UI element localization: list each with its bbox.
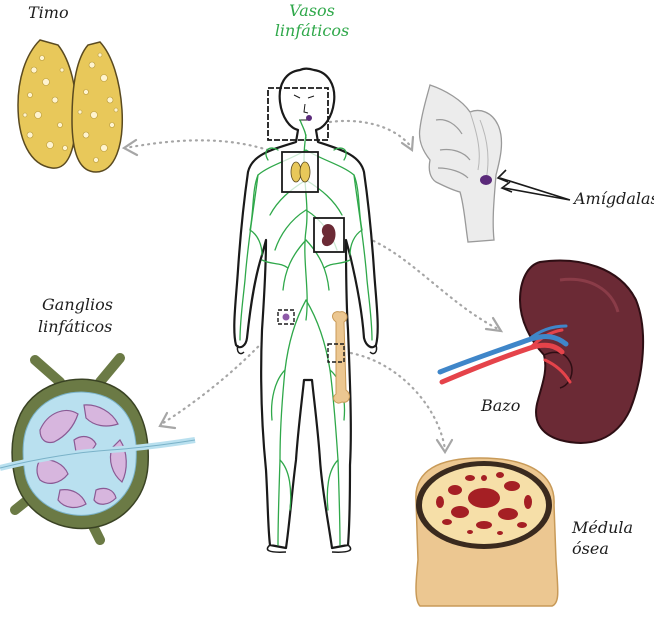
spleen-vessels — [437, 324, 572, 385]
spleen-illustration — [437, 259, 645, 444]
bone-marrow-illustration — [415, 457, 559, 607]
tonsil-head-illustration — [418, 84, 571, 243]
arrow-to-amigdalas — [328, 119, 414, 150]
label-vasos-line1: Vasos — [289, 1, 335, 20]
arrow-to-medula — [343, 350, 447, 452]
tonsil-mini-icon — [306, 115, 312, 121]
label-amigdalas: Amígdalas — [572, 189, 654, 208]
femur-bone-icon — [332, 311, 350, 404]
marrow-cavities — [436, 472, 532, 535]
diagram-labels: Vasos linfáticos Timo Ganglios linfático… — [28, 1, 654, 558]
body-inset-boxes — [267, 87, 350, 404]
label-vasos-line2: linfáticos — [275, 21, 349, 40]
label-medula-line1: Médula — [571, 518, 633, 537]
label-timo: Timo — [28, 3, 69, 22]
label-bazo: Bazo — [480, 396, 520, 415]
spleen-mini-icon — [321, 224, 336, 247]
node-mini-icon — [282, 313, 290, 321]
label-ganglios-line2: linfáticos — [38, 317, 112, 336]
lymph-node-illustration — [0, 353, 196, 545]
tonsil-icon — [480, 175, 492, 185]
thymus-illustration — [17, 39, 124, 173]
label-medula-line2: ósea — [572, 539, 609, 558]
thymus-mini-icon — [290, 161, 311, 183]
human-body-silhouette — [233, 67, 379, 553]
label-ganglios-line1: Ganglios — [42, 295, 113, 314]
arrow-to-timo — [123, 139, 270, 152]
